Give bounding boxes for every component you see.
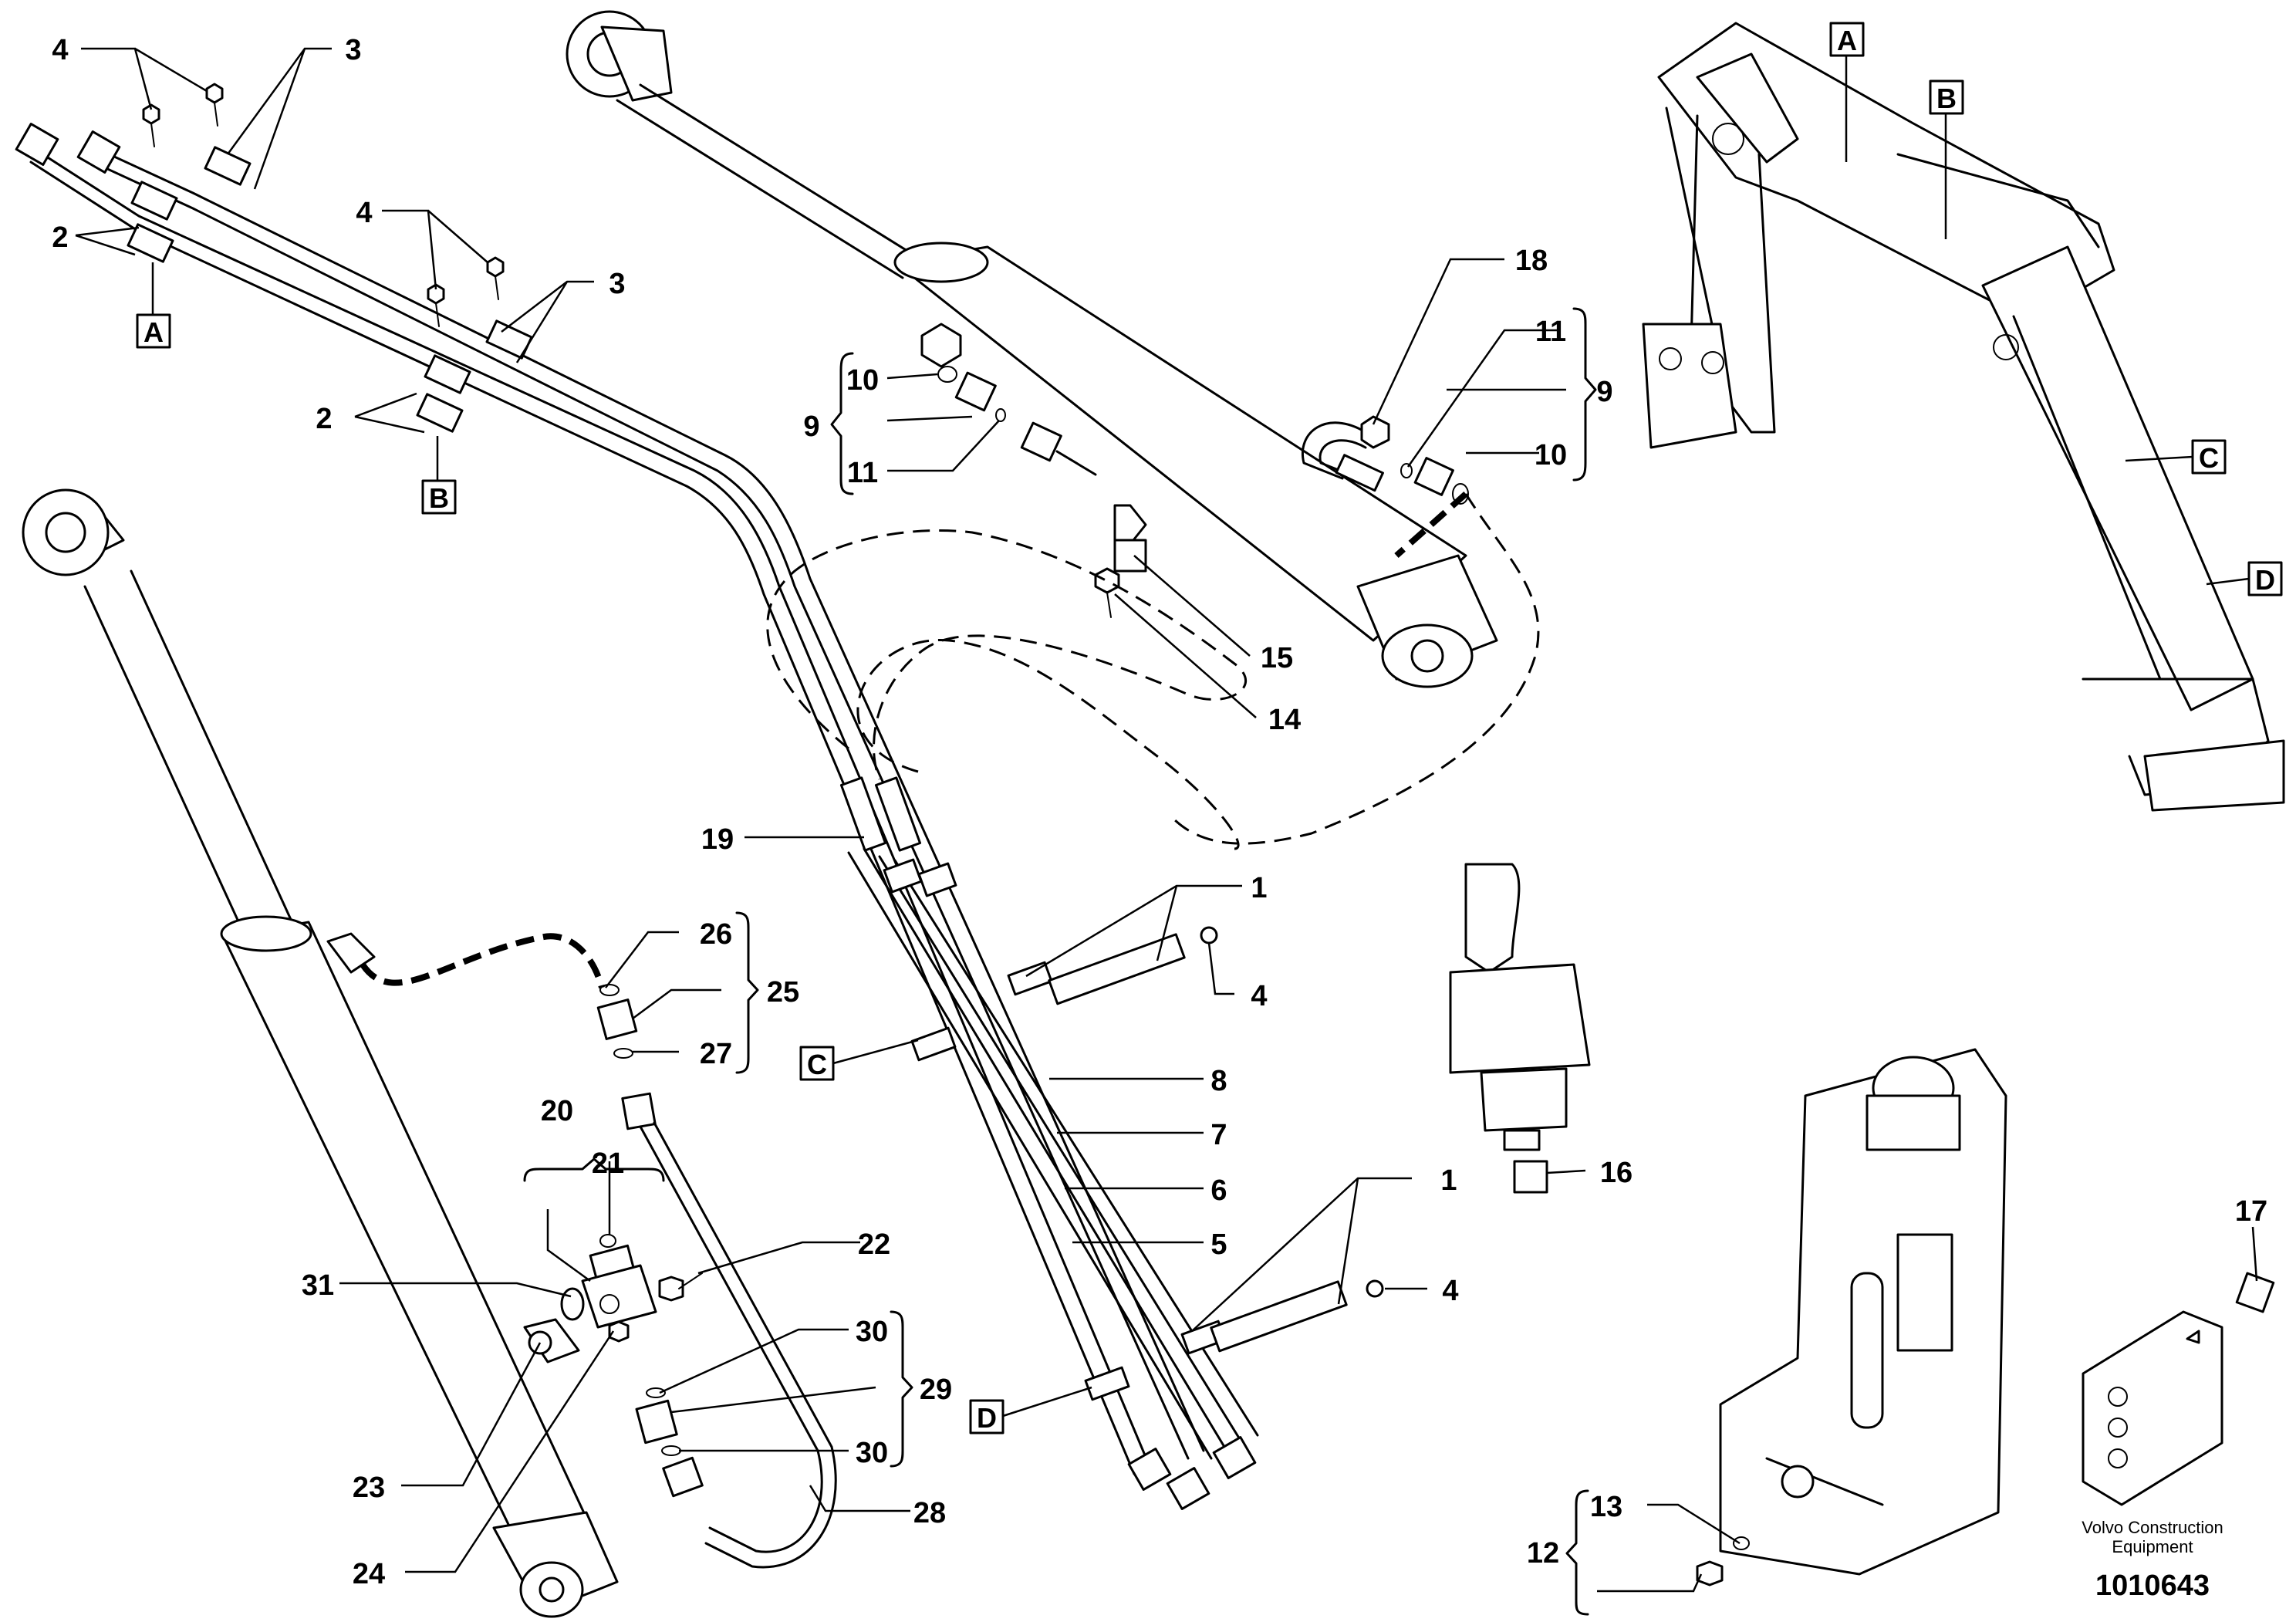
callout-22: 22 [858, 1228, 890, 1261]
publisher-caption: Volvo Construction Equipment 1010643 [2082, 1518, 2223, 1602]
fitting-set-29 [635, 1387, 681, 1456]
callout-11: 11 [1535, 316, 1566, 348]
callout-26: 26 [700, 918, 732, 951]
callout-16: 16 [1600, 1157, 1633, 1189]
tube-28 [621, 1092, 837, 1569]
group-brackets [523, 307, 1597, 1616]
callout-4: 4 [52, 34, 68, 66]
fitting-set-25 [326, 932, 638, 1059]
ref-box-a-left: A [144, 316, 164, 348]
ref-box-b-left: B [429, 482, 449, 514]
callout-12: 12 [1527, 1537, 1559, 1570]
callout-23: 23 [353, 1472, 385, 1504]
tube-clamps [127, 146, 1348, 1401]
callout-10: 10 [1535, 439, 1567, 471]
callout-27: 27 [700, 1038, 732, 1070]
ref-box-d-right: D [2255, 564, 2275, 596]
callout-10: 10 [846, 364, 879, 397]
document-id: 1010643 [2095, 1570, 2210, 1602]
callout-25: 25 [767, 976, 799, 1009]
callout-31: 31 [302, 1269, 334, 1302]
ref-box-b-right: B [1936, 83, 1957, 114]
callout-6: 6 [1210, 1174, 1227, 1207]
callout-7: 7 [1210, 1119, 1227, 1151]
callout-9: 9 [803, 411, 819, 443]
dashed-routing [360, 492, 1540, 989]
callout-30: 30 [856, 1316, 888, 1348]
callout-11: 11 [847, 457, 878, 489]
callout-4: 4 [356, 197, 372, 229]
callout-29: 29 [920, 1374, 952, 1406]
control-valve [2082, 1272, 2275, 1506]
hydraulic-tank [1696, 1048, 2007, 1587]
callout-28: 28 [913, 1497, 946, 1529]
callout-1: 1 [1440, 1164, 1457, 1197]
ref-boxes: A B C D A B C D [136, 22, 2283, 1434]
callout-8: 8 [1210, 1065, 1227, 1097]
callout-15: 15 [1261, 642, 1293, 674]
callout-numbers: 4 3 2 4 3 2 10 9 11 18 11 9 10 15 14 19 … [52, 34, 2267, 1590]
callout-4: 4 [1251, 980, 1267, 1012]
ref-box-c-right: C [2199, 442, 2219, 474]
callout-21: 21 [592, 1147, 624, 1180]
ref-box-d-left: D [977, 1402, 997, 1434]
callout-17: 17 [2235, 1195, 2267, 1228]
ref-box-a-right: A [1837, 25, 1857, 56]
callout-2: 2 [52, 221, 68, 254]
hose-18 [1302, 415, 1469, 505]
callout-19: 19 [701, 823, 734, 856]
callout-14: 14 [1268, 704, 1301, 736]
fitting-block-20 [523, 1234, 703, 1363]
leader-lines [75, 47, 2258, 1593]
callout-18: 18 [1515, 245, 1548, 277]
callout-24: 24 [353, 1558, 385, 1590]
callout-3: 3 [345, 34, 361, 66]
joystick [1449, 863, 1591, 1194]
callout-2: 2 [316, 403, 332, 435]
boom-cylinder-left [22, 488, 619, 1618]
caption-line-1: Volvo Construction [2082, 1518, 2223, 1537]
callout-3: 3 [609, 268, 625, 300]
arm-cylinder [566, 10, 1498, 688]
callout-5: 5 [1210, 1228, 1227, 1261]
excavator-boom-outline [1642, 22, 2285, 812]
callout-9: 9 [1596, 376, 1612, 408]
bolts [142, 83, 1384, 1298]
callout-13: 13 [1590, 1491, 1622, 1523]
callout-30: 30 [856, 1437, 888, 1469]
fitting-set-9-left [937, 366, 1147, 618]
callout-20: 20 [541, 1095, 573, 1127]
callout-4: 4 [1442, 1275, 1458, 1307]
caption-line-2: Equipment [2112, 1537, 2193, 1556]
callout-1: 1 [1251, 872, 1267, 904]
ref-box-c-left: C [807, 1049, 827, 1080]
